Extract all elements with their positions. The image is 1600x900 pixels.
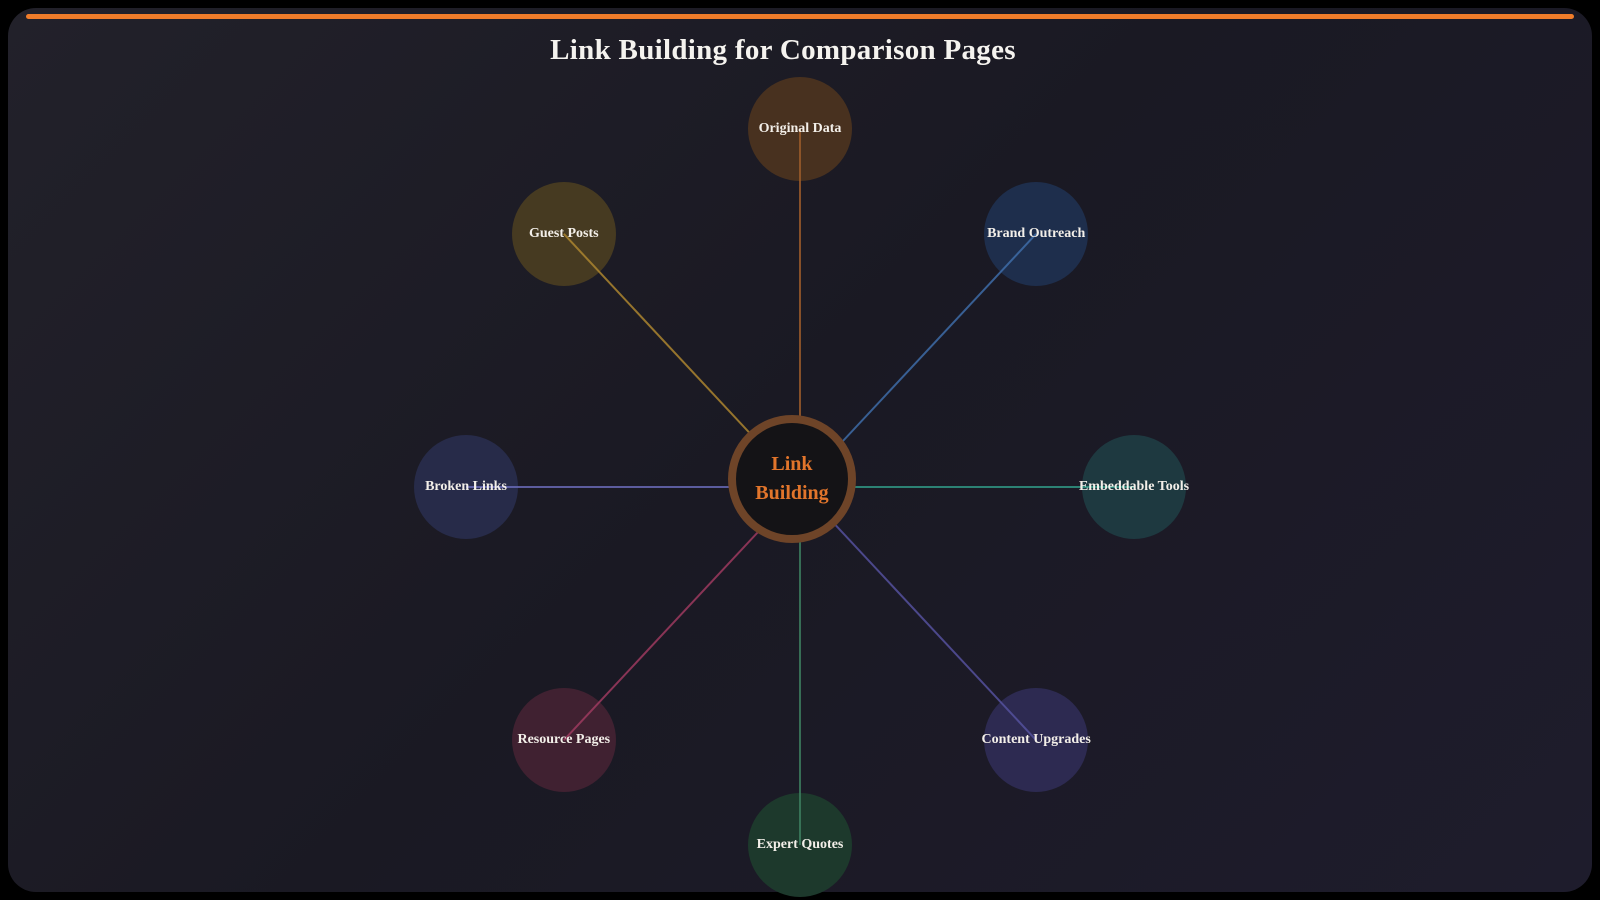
- node-guest-posts[interactable]: Guest Posts: [511, 181, 616, 286]
- node-label-guest-posts: Guest Posts: [529, 225, 599, 241]
- node-label-broken-links: Broken Links: [425, 479, 507, 494]
- node-label-embeddable-tools: Embeddable Tools: [1078, 479, 1190, 494]
- node-original-data[interactable]: Original Data: [748, 77, 852, 181]
- page-title: Link Building for Comparison Pages: [550, 34, 1016, 66]
- center-label-line1: Link: [771, 453, 813, 475]
- node-expert-quotes[interactable]: Expert Quotes: [748, 793, 852, 897]
- node-label-content-upgrades: Content Upgrades: [981, 732, 1091, 748]
- node-embeddable-tools[interactable]: Embeddable Tools: [1078, 435, 1190, 539]
- center-label-line2: Building: [755, 482, 829, 504]
- node-label-original-data: Original Data: [758, 121, 842, 136]
- node-label-expert-quotes: Expert Quotes: [756, 837, 844, 852]
- center-node-label: Link Building: [755, 450, 828, 508]
- accent-bar: [26, 14, 1574, 19]
- node-brand-outreach[interactable]: Brand Outreach: [984, 181, 1089, 286]
- node-label-resource-pages: Resource Pages: [517, 732, 611, 748]
- node-broken-links[interactable]: Broken Links: [414, 435, 518, 539]
- node-label-brand-outreach: Brand Outreach: [987, 225, 1086, 241]
- node-link-building[interactable]: Link Building: [728, 415, 856, 543]
- node-resource-pages[interactable]: Resource Pages: [511, 688, 616, 793]
- node-content-upgrades[interactable]: Content Upgrades: [981, 688, 1091, 793]
